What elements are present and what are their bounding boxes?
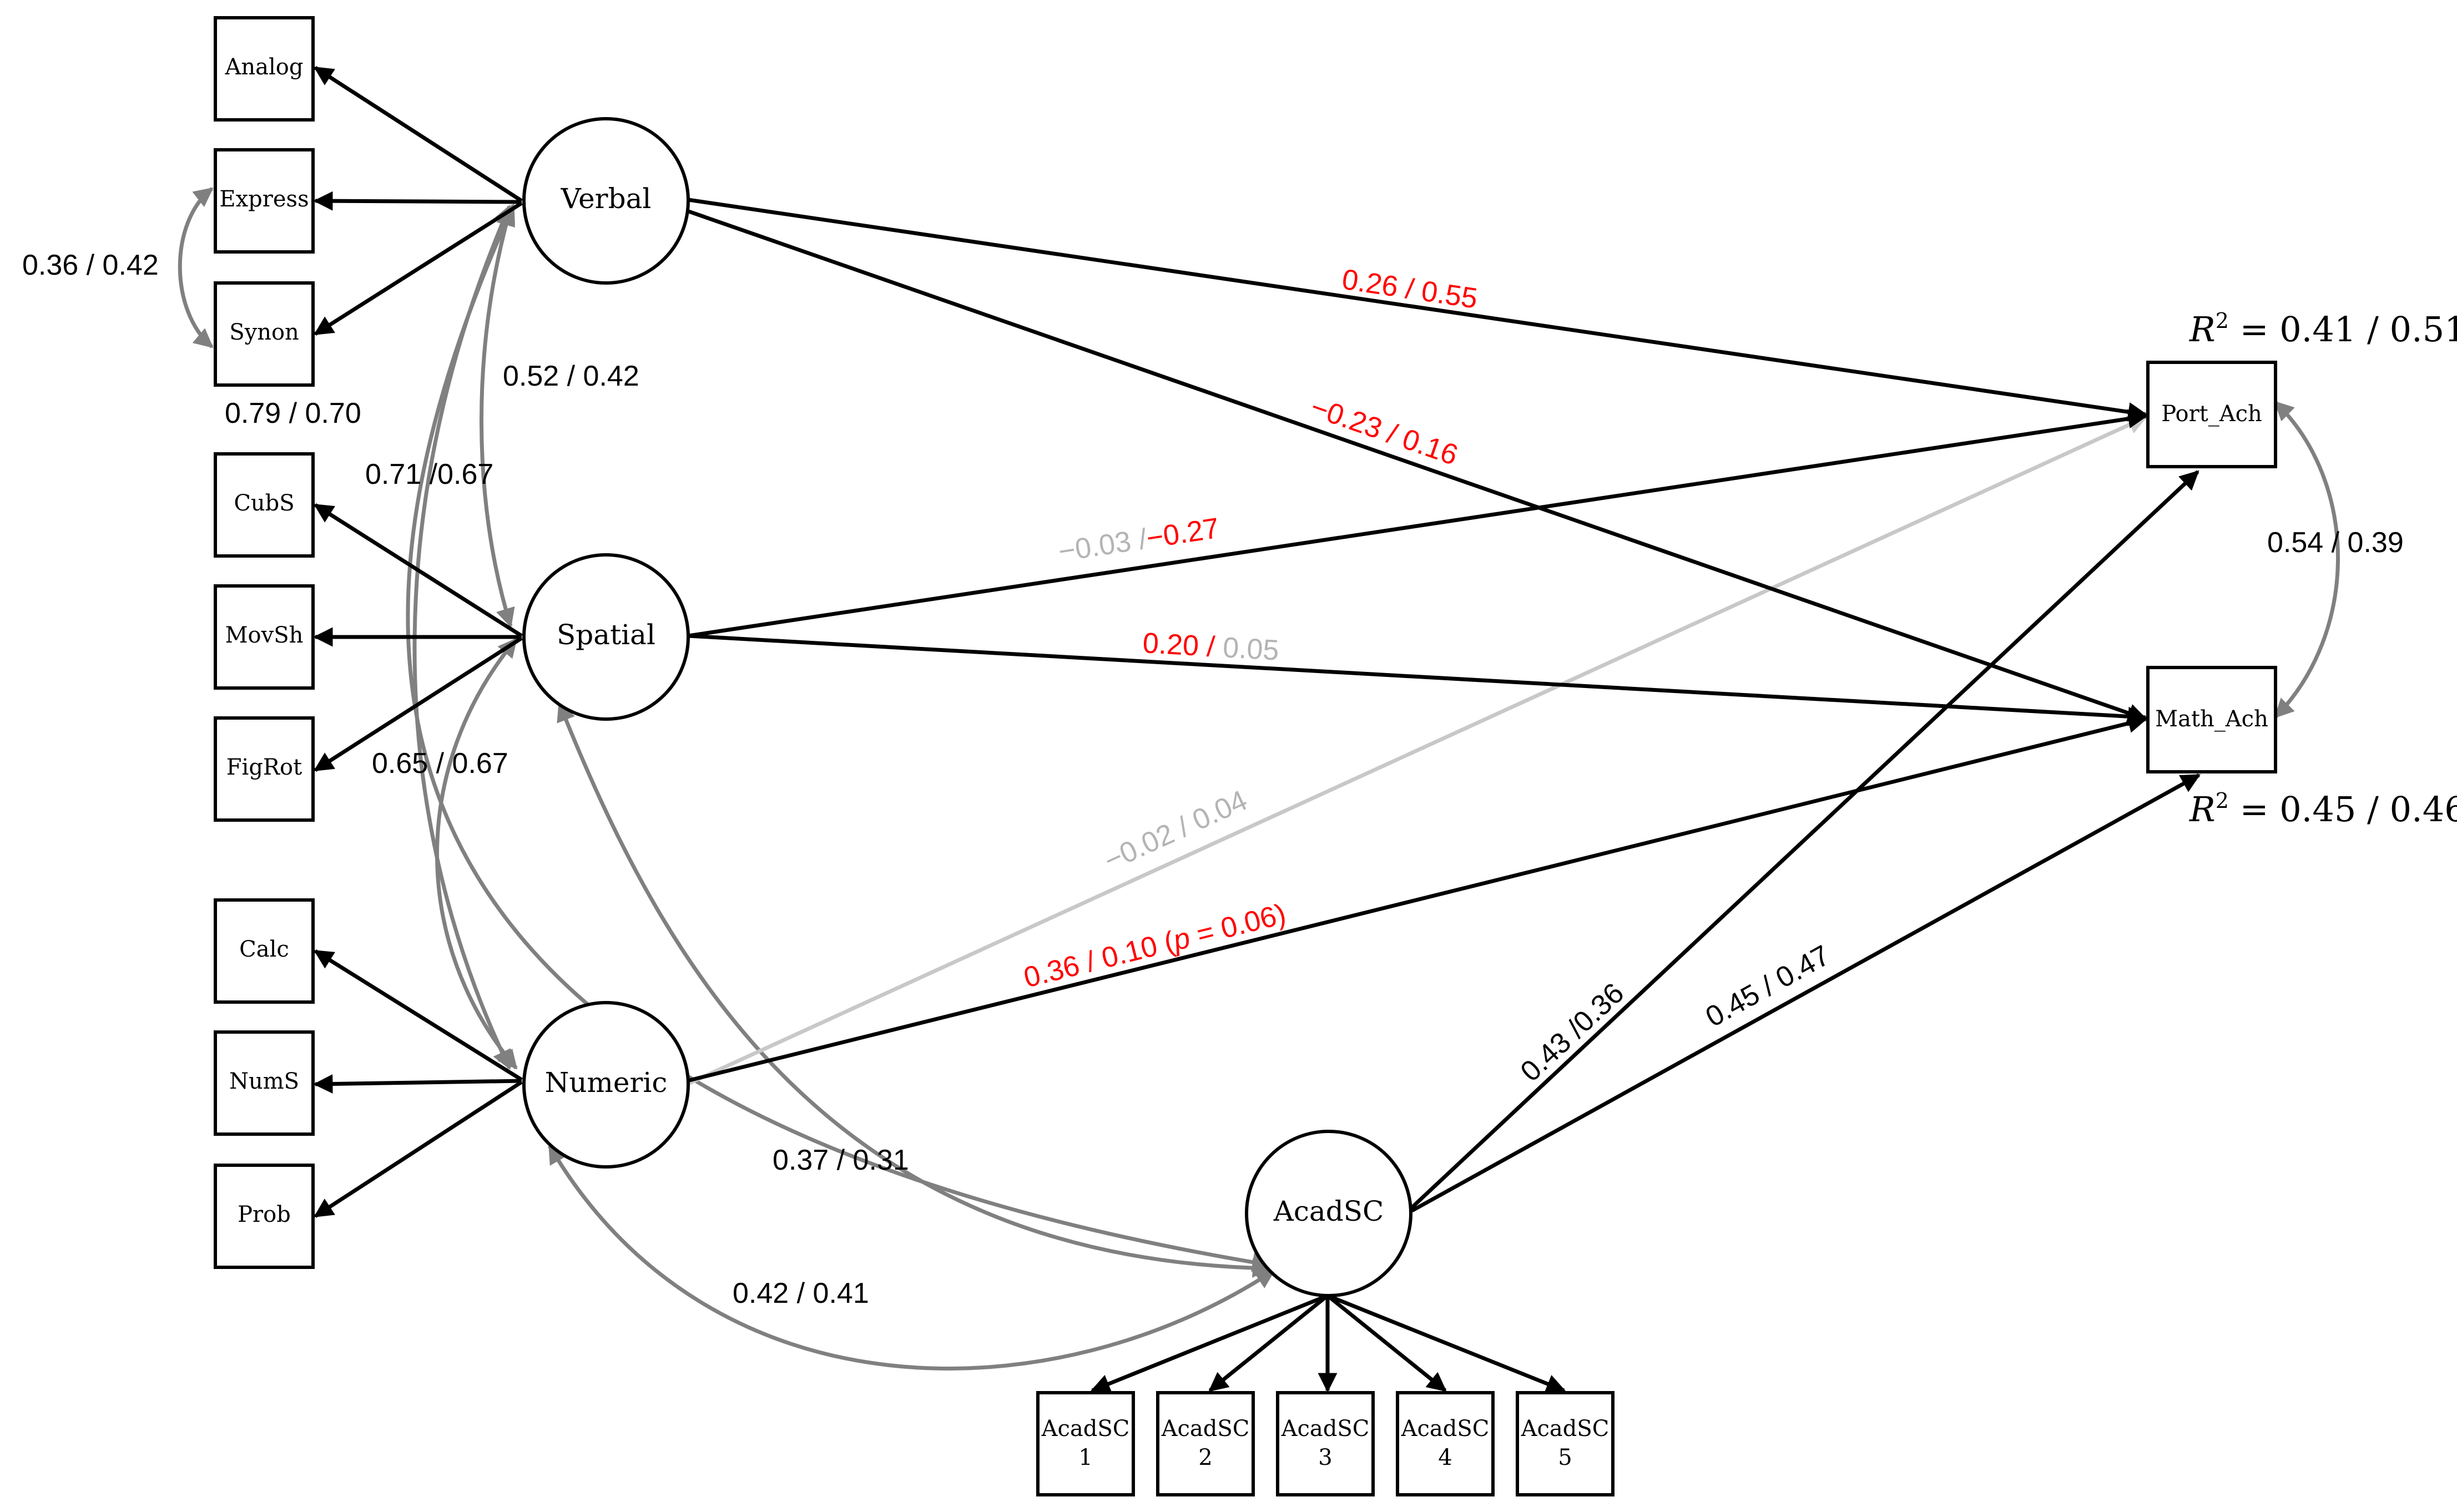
indicator-box-nums: NumS	[214, 1030, 315, 1136]
cov-spatial-acadsc	[557, 701, 1272, 1278]
svg-text:AcadSC: AcadSC	[1161, 1416, 1250, 1442]
latent-acadsc: AcadSC	[1245, 1130, 1412, 1297]
cov-port-math	[2274, 401, 2340, 719]
svg-text:Calc: Calc	[239, 937, 289, 962]
indicator-box-prob: Prob	[214, 1164, 315, 1269]
svg-text:AcadSC: AcadSC	[1281, 1416, 1370, 1442]
svg-text:FigRot: FigRot	[226, 755, 302, 780]
path-verbal-math	[686, 209, 2148, 723]
svg-text:Math_Ach: Math_Ach	[2155, 706, 2268, 732]
outcome-box-port-ach: Port_Ach	[2146, 361, 2277, 468]
label-cov-verbal-spatial: 0.52 / 0.42	[503, 360, 639, 392]
structural-paths	[685, 198, 2201, 1213]
svg-text:4: 4	[1438, 1445, 1452, 1470]
cov-express-synon	[178, 187, 214, 348]
indicator-box-analog: Analog	[214, 16, 315, 122]
r2-port-ach: R2 = 0.41 / 0.51	[2189, 309, 2457, 350]
svg-text:NumS: NumS	[229, 1069, 299, 1094]
svg-text:Numeric: Numeric	[545, 1066, 668, 1099]
path-spatial-math	[688, 634, 2148, 726]
svg-text:MovSh: MovSh	[225, 623, 304, 648]
svg-text:AcadSC: AcadSC	[1521, 1416, 1610, 1442]
cov-spatial-numeric	[435, 638, 518, 1070]
svg-text:Synon: Synon	[229, 320, 299, 345]
indicator-box-figrot: FigRot	[214, 716, 315, 822]
indicator-box-calc: Calc	[214, 898, 315, 1004]
indicator-box-acadsc1: AcadSC 1	[1036, 1391, 1135, 1496]
label-cov-express-synon: 0.36 / 0.42	[22, 249, 159, 281]
svg-text:AcadSC: AcadSC	[1273, 1195, 1384, 1227]
indicator-box-movsh: MovSh	[214, 584, 315, 690]
indicator-box-express: Express	[214, 148, 315, 254]
indicator-box-acadsc3: AcadSC 3	[1276, 1391, 1375, 1496]
svg-text:Port_Ach: Port_Ach	[2161, 401, 2262, 427]
svg-text:CubS: CubS	[234, 490, 294, 516]
r2-math-ach: R2 = 0.45 / 0.46	[2189, 788, 2457, 830]
label-path-spatial-math: 0.20 / 0.05	[1142, 627, 1280, 667]
svg-text:Analog: Analog	[225, 54, 304, 80]
path-acadsc-math	[1411, 773, 2201, 1213]
label-path-acadsc-port: 0.43 /0.36	[1515, 977, 1631, 1088]
indicator-box-acadsc5: AcadSC 5	[1516, 1391, 1615, 1496]
svg-text:3: 3	[1318, 1445, 1332, 1470]
path-numeric-math	[687, 714, 2148, 1083]
covariance-curves	[178, 187, 2340, 1371]
indicator-box-cubs: CubS	[214, 452, 315, 558]
path-numeric-port	[685, 415, 2148, 1087]
latent-spatial: Spatial	[522, 553, 690, 721]
label-cov-port-math: 0.54 / 0.39	[2267, 527, 2404, 559]
label-cov-numeric-acadsc: 0.42 / 0.41	[733, 1277, 869, 1309]
latent-numeric: Numeric	[522, 1001, 690, 1169]
label-cov-spatial-numeric: 0.65 / 0.67	[372, 747, 508, 780]
label-cov-verbal-acadsc: 0.79 / 0.70	[225, 397, 361, 429]
loadings	[313, 66, 1566, 1393]
path-spatial-port	[688, 409, 2148, 638]
indicator-box-acadsc4: AcadSC 4	[1396, 1391, 1495, 1496]
svg-text:AcadSC: AcadSC	[1401, 1416, 1490, 1442]
indicator-box-acadsc2: AcadSC 2	[1156, 1391, 1255, 1496]
indicator-box-synon: Synon	[214, 281, 315, 387]
svg-text:Express: Express	[219, 186, 309, 212]
svg-text:5: 5	[1558, 1445, 1572, 1470]
cov-numeric-acadsc	[547, 1144, 1275, 1371]
latent-verbal: Verbal	[522, 117, 690, 285]
svg-text:2: 2	[1198, 1445, 1212, 1470]
path-acadsc-port	[1409, 470, 2199, 1210]
outcome-box-math-ach: Math_Ach	[2146, 666, 2277, 773]
svg-text:Spatial: Spatial	[557, 619, 655, 651]
svg-text:Verbal: Verbal	[561, 183, 652, 215]
svg-text:AcadSC: AcadSC	[1041, 1416, 1130, 1442]
path-verbal-port	[688, 198, 2148, 422]
label-cov-spatial-acadsc: 0.37 / 0.31	[773, 1144, 909, 1176]
label-path-verbal-math: −0.23 / 0.16	[1306, 391, 1462, 472]
svg-text:1: 1	[1078, 1445, 1092, 1470]
label-path-numeric-port: −0.02 / 0.04	[1099, 784, 1252, 877]
label-cov-verbal-numeric: 0.71 /0.67	[365, 458, 493, 490]
svg-text:Prob: Prob	[238, 1202, 291, 1227]
